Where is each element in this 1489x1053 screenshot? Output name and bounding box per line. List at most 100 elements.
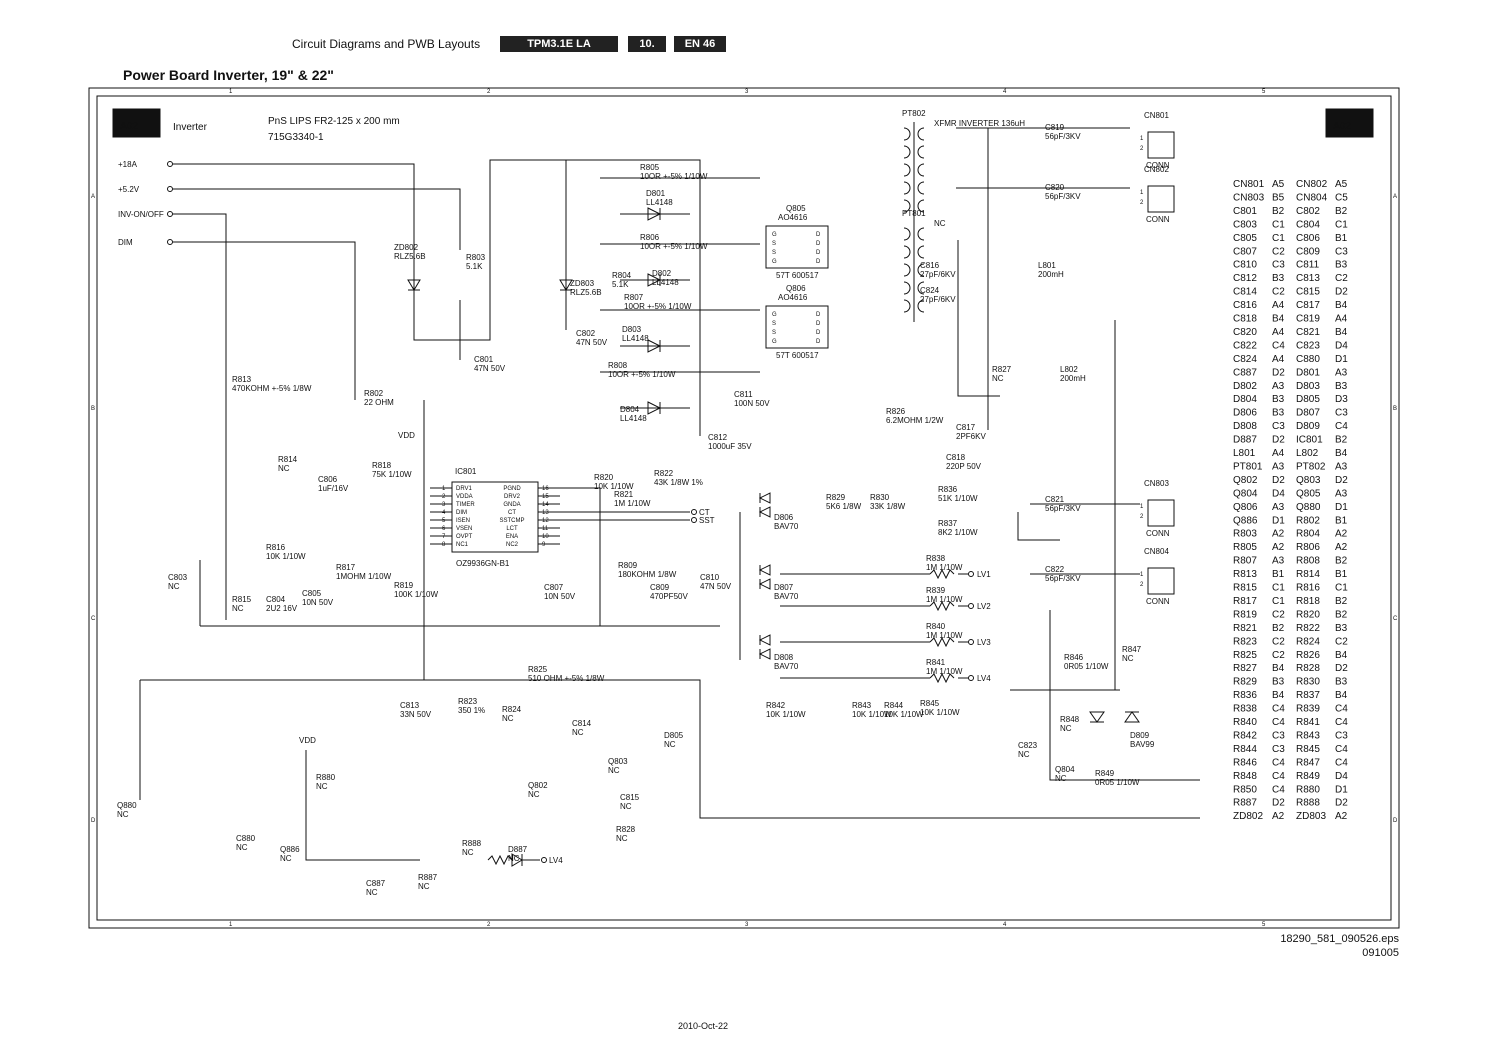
index-location: C2 <box>1272 609 1285 620</box>
component-value: NC <box>992 374 1004 383</box>
grid-row-label-left: C <box>91 616 96 622</box>
index-location: D2 <box>1272 435 1285 446</box>
ic-pin-number: 9 <box>542 542 546 548</box>
component-value: NC <box>1122 654 1134 663</box>
connector-type: CONN <box>1146 597 1170 606</box>
mosfet-pin-label: S <box>772 250 776 256</box>
component-ref: R814 <box>278 455 298 464</box>
component-ref: R802 <box>364 389 384 398</box>
index-location: B4 <box>1335 327 1348 338</box>
index-ref: R813 <box>1233 569 1257 580</box>
index-ref: C819 <box>1296 314 1320 325</box>
mosfet-pin-label: S <box>772 241 776 247</box>
component-ref: R827 <box>992 365 1012 374</box>
index-ref: R841 <box>1296 717 1320 728</box>
index-location: D2 <box>1335 663 1348 674</box>
index-location: C4 <box>1272 757 1285 768</box>
index-ref: C887 <box>1233 367 1257 378</box>
resistor <box>929 672 955 684</box>
index-ref: R819 <box>1233 609 1257 620</box>
lv-net-label: LV2 <box>977 602 991 611</box>
ic-pin-label: NC2 <box>506 542 519 548</box>
index-ref: R822 <box>1296 623 1320 634</box>
component-value: NC <box>616 834 628 843</box>
index-location: A3 <box>1272 461 1285 472</box>
ic-pin-number: 13 <box>542 510 549 516</box>
diode <box>647 339 662 353</box>
component-ref: R887 <box>418 873 438 882</box>
component-value: NC <box>316 782 328 791</box>
inner-frame <box>96 95 1392 921</box>
index-location: C2 <box>1272 287 1285 298</box>
component-ref: R842 <box>766 701 786 710</box>
index-location: C1 <box>1272 233 1285 244</box>
net-label: SST <box>699 516 715 525</box>
index-location: A3 <box>1335 488 1348 499</box>
component-ref: R813 <box>232 375 252 384</box>
resistor <box>929 636 955 648</box>
ic-pin-number: 1 <box>442 486 446 492</box>
index-ref: D808 <box>1233 421 1257 432</box>
ic-pin-number: 2 <box>442 494 446 500</box>
component-value: 10K 1/10W <box>766 710 806 719</box>
index-ref: C821 <box>1296 327 1320 338</box>
connector-pin-number: 1 <box>1140 190 1144 196</box>
lv-terminal <box>968 571 974 577</box>
wire <box>957 240 1000 397</box>
index-location: C3 <box>1335 246 1348 257</box>
transformer-winding <box>917 181 925 195</box>
index-ref: R842 <box>1233 730 1257 741</box>
component-value: 1M 1/10W <box>926 667 963 676</box>
wire <box>305 750 420 861</box>
component-value: NC <box>1018 750 1030 759</box>
index-location: B4 <box>1272 314 1285 325</box>
ic-pin-label: NC1 <box>456 542 469 548</box>
component-ref: ZD802 <box>394 243 419 252</box>
index-location: B1 <box>1335 515 1348 526</box>
component-ref: D808 <box>774 653 794 662</box>
index-location: C3 <box>1272 744 1285 755</box>
index-ref: C809 <box>1296 246 1320 257</box>
index-location: C3 <box>1272 260 1285 271</box>
component-value: 100N 50V <box>734 399 770 408</box>
index-location: C4 <box>1272 340 1285 351</box>
component-value: 510 OHM +-5% 1/8W <box>528 674 605 683</box>
transformer-winding <box>917 199 925 213</box>
ic-ref: IC801 <box>455 467 477 476</box>
component-ref: D806 <box>774 513 794 522</box>
index-ref: D804 <box>1233 394 1257 405</box>
index-location: C4 <box>1335 704 1348 715</box>
index-location: B1 <box>1335 233 1348 244</box>
mosfet-ref: Q805 <box>786 204 806 213</box>
component-ref: R815 <box>232 595 252 604</box>
index-ref: R806 <box>1296 542 1320 553</box>
index-location: D2 <box>1335 475 1348 486</box>
index-ref: C811 <box>1296 260 1320 271</box>
component-ref: Q803 <box>608 757 628 766</box>
index-ref: R836 <box>1233 690 1257 701</box>
index-location: C1 <box>1272 596 1285 607</box>
index-ref: D803 <box>1296 381 1320 392</box>
connector-ref: CN802 <box>1144 165 1169 174</box>
index-ref: CN801 <box>1233 179 1265 190</box>
connector-body <box>1147 499 1175 527</box>
index-location: A2 <box>1272 542 1285 553</box>
mosfet-code: 57T 600517 <box>776 271 819 280</box>
index-ref: C806 <box>1296 233 1320 244</box>
component-value: 220P 50V <box>946 462 982 471</box>
block-badge-left <box>112 108 161 138</box>
transformer-winding <box>917 299 925 313</box>
connector-body <box>1147 567 1175 595</box>
index-ref: R814 <box>1296 569 1320 580</box>
grid-column-label-bottom: 4 <box>1003 922 1007 928</box>
diode <box>647 273 662 287</box>
component-ref: R825 <box>528 665 548 674</box>
index-ref: R815 <box>1233 583 1257 594</box>
index-ref: D801 <box>1296 367 1320 378</box>
index-ref: R843 <box>1296 730 1320 741</box>
index-ref: C817 <box>1296 300 1320 311</box>
component-ref: R836 <box>938 485 958 494</box>
index-ref: C815 <box>1296 287 1320 298</box>
component-value: 470PF50V <box>650 592 688 601</box>
diagram-title: Power Board Inverter, 19" & 22" <box>123 67 334 83</box>
